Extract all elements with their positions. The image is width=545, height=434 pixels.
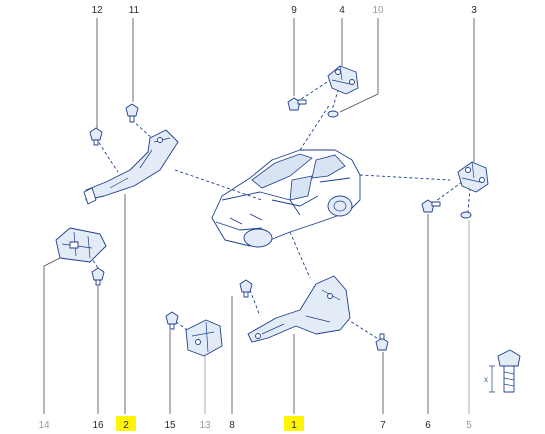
callout-7: 7 [380, 420, 386, 431]
bracket-1 [247, 275, 351, 343]
callout-3: 3 [471, 5, 477, 16]
callout-13: 13 [199, 420, 211, 431]
hinge-bracket-3 [457, 161, 489, 193]
bolt-9 [287, 97, 307, 111]
callout-2[interactable]: 2 [123, 420, 129, 431]
callout-11: 11 [129, 5, 140, 16]
callout-16: 16 [92, 420, 104, 431]
callout-8: 8 [229, 420, 235, 431]
assembly-lines [89, 75, 471, 341]
clip-16 [91, 267, 105, 286]
callout-15: 15 [164, 420, 176, 431]
bolt-11 [125, 103, 139, 123]
washer-10 [327, 110, 339, 118]
callout-1[interactable]: 1 [291, 420, 297, 431]
callout-5: 5 [466, 420, 472, 431]
callout-9: 9 [291, 5, 297, 16]
callouts-bottom: 14 16 2 15 13 8 1 7 6 5 [38, 416, 472, 431]
callout-14: 14 [38, 420, 50, 431]
callout-10: 10 [372, 5, 384, 16]
bracket-2 [83, 129, 179, 205]
leader-lines [43, 18, 475, 414]
clip-15 [165, 311, 179, 330]
callout-4: 4 [339, 5, 345, 16]
fastener-detail-inset: X [484, 349, 521, 393]
callouts-top: 12 11 9 4 10 3 [91, 5, 477, 16]
bracket-13 [185, 319, 223, 357]
bolt-7 [375, 333, 389, 351]
vehicle-illustration [211, 149, 361, 248]
clip-8 [239, 279, 253, 298]
callout-12: 12 [91, 5, 103, 16]
highlight-2 [116, 416, 136, 431]
hinge-bracket-4 [327, 65, 359, 95]
highlight-1 [284, 416, 304, 431]
inset-x-label: X [484, 378, 488, 384]
callout-6: 6 [425, 420, 431, 431]
washer-5 [460, 211, 472, 219]
bracket-14 [55, 227, 107, 263]
clip-12 [89, 127, 103, 146]
bolt-6 [421, 199, 441, 213]
